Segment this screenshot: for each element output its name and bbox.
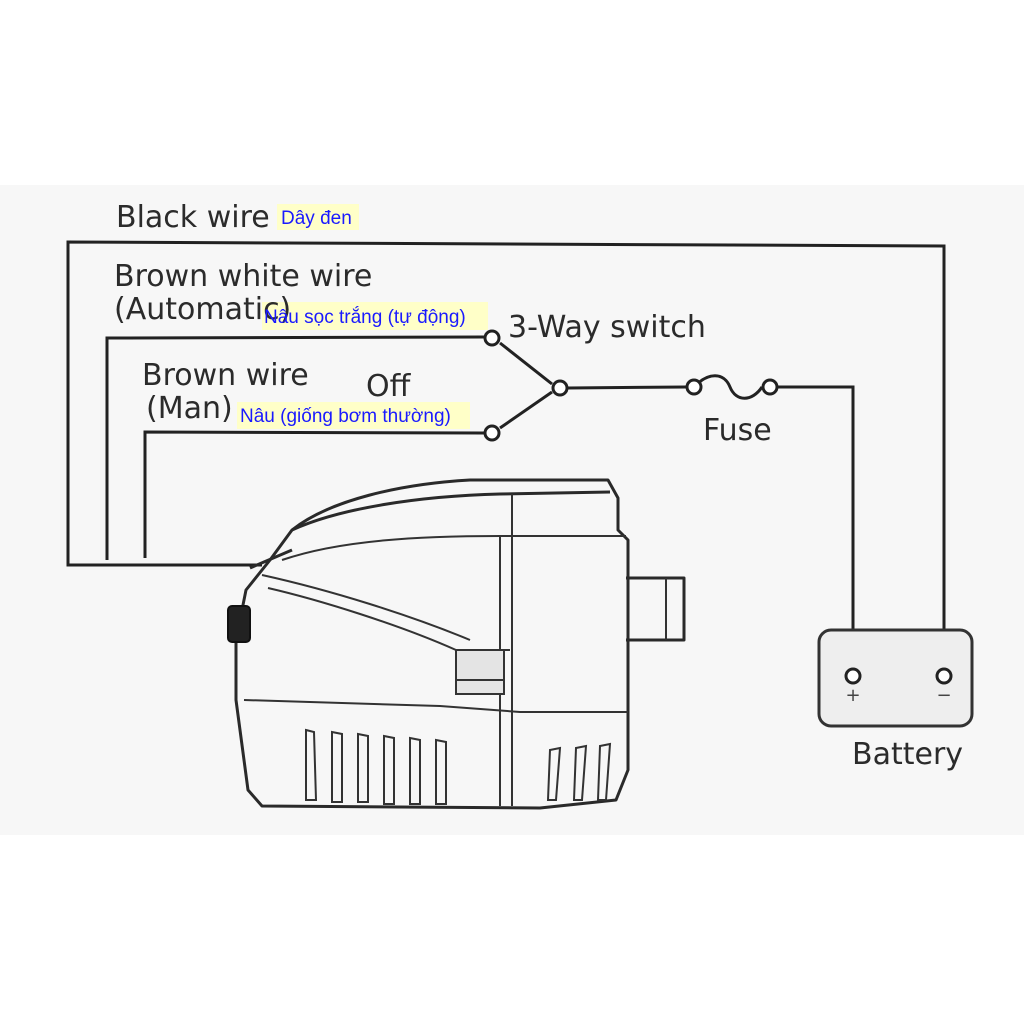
- translation-bg-brown-white: [262, 302, 488, 330]
- pump-latch: [455, 649, 505, 695]
- label-fuse: Fuse: [703, 413, 772, 448]
- fuse-to-battery-wire: [778, 385, 855, 668]
- translation-black-wire: Dây đen: [281, 208, 352, 229]
- pump-body: [234, 478, 630, 810]
- fuse-terminal-left: [685, 378, 703, 396]
- switch-arm-auto: [499, 341, 553, 386]
- translation-brown-wire: Nâu (giống bơm thường): [240, 406, 451, 427]
- pump-wire-grommet: [227, 605, 251, 643]
- pump-outlet: [626, 576, 686, 642]
- battery: + −: [817, 628, 974, 728]
- label-brown-wire: Brown wire: [142, 358, 309, 393]
- brown-wire-line: [143, 430, 485, 558]
- pump-side-curve: [267, 587, 510, 651]
- switch-terminal-man: [483, 424, 501, 442]
- switch-terminal-common: [551, 379, 569, 397]
- pump-cable-entry: [249, 548, 293, 570]
- battery-plus-sign: +: [845, 685, 860, 706]
- translation-brown-white-wire: Nâu sọc trắng (tự động): [264, 306, 466, 328]
- brown-white-wire-line: [105, 335, 485, 560]
- fuse-symbol: [692, 374, 764, 400]
- pump-cap-line: [281, 535, 626, 561]
- label-off: Off: [366, 369, 412, 404]
- pump-base-line: [243, 699, 628, 713]
- switch-terminal-auto: [483, 329, 501, 347]
- battery-body: [817, 628, 974, 728]
- switch-arm-man: [499, 390, 553, 430]
- label-battery: Battery: [852, 737, 963, 772]
- pump-cap-edge: [291, 490, 611, 532]
- battery-terminal-positive: [844, 667, 862, 685]
- pump-intake-slots: [305, 728, 612, 805]
- label-black-wire: Black wire: [116, 200, 270, 235]
- bilge-pump: [227, 478, 686, 810]
- label-man: (Man): [146, 391, 233, 426]
- label-automatic: (Automatic): [114, 292, 291, 327]
- fuse-terminal-right: [761, 378, 779, 396]
- translation-bg-black: [277, 204, 359, 230]
- battery-terminal-negative: [935, 667, 953, 685]
- switch-to-fuse-wire: [567, 385, 687, 390]
- label-three-way-switch: 3-Way switch: [508, 310, 706, 345]
- pump-side-curve-2: [261, 574, 471, 641]
- black-wire-line: [66, 240, 946, 668]
- translation-bg-brown: [237, 402, 470, 429]
- label-brown-white-wire: Brown white wire: [114, 259, 372, 294]
- battery-minus-sign: −: [936, 685, 951, 706]
